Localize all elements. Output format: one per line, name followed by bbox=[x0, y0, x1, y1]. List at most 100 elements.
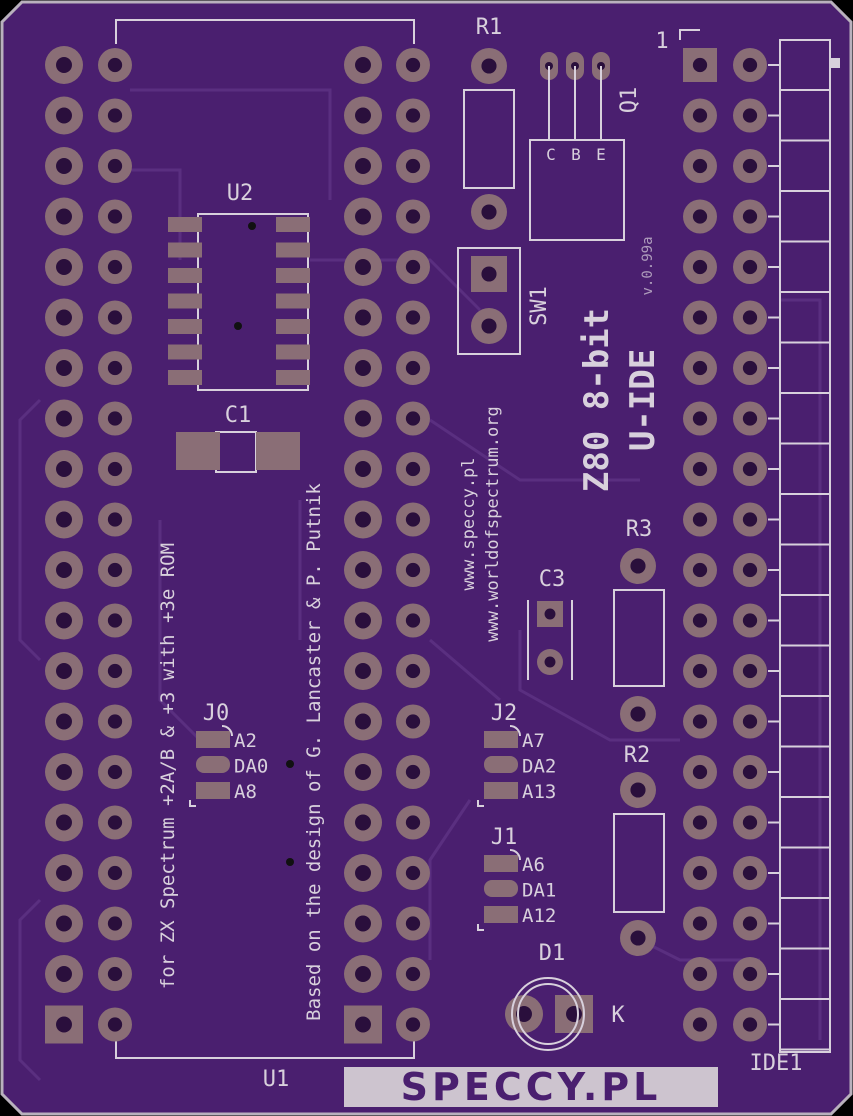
title-line1: Z80 8-bit bbox=[577, 308, 617, 492]
u1-pad bbox=[98, 603, 132, 638]
u1-pad bbox=[45, 601, 83, 640]
u2-pad bbox=[276, 344, 310, 360]
u1-pad bbox=[45, 955, 83, 993]
r3-label: R3 bbox=[626, 517, 653, 542]
u1-pad bbox=[98, 502, 132, 537]
ide1-pad bbox=[733, 351, 767, 385]
ide1-pad bbox=[683, 401, 717, 436]
j1-pin-label: A6 bbox=[522, 854, 545, 876]
u2-pad bbox=[168, 242, 202, 258]
ide1-pad bbox=[683, 98, 717, 133]
d1-k-label: K bbox=[611, 1003, 625, 1028]
speccy-logo: SPECCY.PL bbox=[344, 1067, 718, 1107]
u1-pad bbox=[396, 149, 430, 183]
r1-pad bbox=[471, 48, 507, 84]
u1-pad bbox=[344, 298, 382, 337]
u1-pad bbox=[344, 702, 382, 741]
u1-pad bbox=[45, 147, 83, 185]
j0-pin-label: A2 bbox=[234, 730, 257, 752]
r2-pad bbox=[620, 920, 656, 956]
u2-pad bbox=[276, 268, 310, 283]
ide1-pad bbox=[733, 401, 767, 436]
u1-pad bbox=[45, 298, 83, 337]
u2-pad bbox=[168, 217, 202, 232]
title-line2: U-IDE bbox=[623, 349, 663, 451]
ide1-pad bbox=[683, 856, 717, 890]
u1-pad bbox=[344, 96, 382, 135]
u1-pad bbox=[98, 654, 132, 688]
u1-pad bbox=[45, 551, 83, 589]
speccy-logo-text: SPECCY.PL bbox=[400, 1065, 662, 1109]
j1-label: J1 bbox=[491, 825, 518, 850]
credit-text: Based on the design of G. Lancaster & P.… bbox=[303, 483, 325, 1021]
u1-pad bbox=[396, 452, 430, 486]
u1-pad bbox=[396, 502, 430, 537]
q1-b-label: B bbox=[571, 145, 581, 164]
version-label: v.0.99a bbox=[640, 236, 656, 295]
u1-pad bbox=[344, 652, 382, 690]
ide1-pad bbox=[733, 755, 767, 789]
u1-pad bbox=[396, 199, 430, 234]
u1-pad bbox=[344, 46, 382, 84]
u2-pad bbox=[276, 217, 310, 232]
target-text: for ZX Spectrum +2A/B & +3 with +3e ROM bbox=[157, 543, 179, 989]
u2-pad bbox=[168, 293, 202, 309]
u1-pad bbox=[98, 1007, 132, 1042]
u1-pad bbox=[98, 351, 132, 385]
j2-pin-label: A7 bbox=[522, 730, 545, 752]
u1-pad bbox=[396, 856, 430, 890]
c1-capacitor bbox=[176, 431, 300, 473]
u1-pad bbox=[98, 805, 132, 840]
u1-pad bbox=[396, 654, 430, 688]
u1-pad bbox=[45, 46, 83, 84]
u1-pad bbox=[98, 48, 132, 82]
ide1-pad bbox=[733, 553, 767, 587]
u1-pad bbox=[396, 300, 430, 335]
ide1-pad bbox=[683, 957, 717, 991]
u1-pad bbox=[98, 957, 132, 991]
u1-pad bbox=[344, 803, 382, 842]
u2-pad bbox=[276, 293, 310, 309]
u1-pad bbox=[45, 248, 83, 286]
ide1-pad bbox=[683, 906, 717, 941]
u1-pad bbox=[45, 803, 83, 842]
r2-label: R2 bbox=[624, 743, 651, 768]
u1-pad bbox=[344, 500, 382, 539]
silkscreen-labels: R1 U2 C1 C3 R3 R2 D1 K U1 IDE1 1 C B E Q… bbox=[157, 15, 802, 1092]
d1-pad bbox=[555, 995, 593, 1033]
ide1-pad bbox=[733, 856, 767, 890]
d1-led bbox=[511, 977, 585, 1051]
u1-pad bbox=[344, 450, 382, 488]
u1-pad bbox=[98, 856, 132, 890]
r2-resistor bbox=[613, 813, 665, 913]
ide1-pad bbox=[683, 48, 717, 82]
u2-chip bbox=[168, 213, 310, 391]
u2-pad bbox=[168, 268, 202, 283]
u1-pad bbox=[344, 955, 382, 993]
u1-outline bbox=[115, 19, 415, 1059]
c3-pad bbox=[537, 601, 563, 627]
r1-resistor bbox=[463, 89, 515, 189]
ide1-pad bbox=[683, 553, 717, 587]
u1-pad bbox=[396, 906, 430, 941]
u1-pad bbox=[45, 854, 83, 892]
j2-label: J2 bbox=[491, 701, 518, 726]
u1-pad bbox=[396, 98, 430, 133]
j0-label: J0 bbox=[203, 701, 230, 726]
u1-pad bbox=[396, 603, 430, 638]
ide1-pad bbox=[733, 654, 767, 688]
ide1-pad bbox=[683, 805, 717, 840]
u1-pad bbox=[344, 147, 382, 185]
u1-pad bbox=[396, 1007, 430, 1042]
ide1-pad bbox=[733, 300, 767, 335]
ide1-pad bbox=[683, 654, 717, 688]
ide1-pad bbox=[733, 704, 767, 739]
u1-pad bbox=[344, 551, 382, 589]
url-speccy: www.speccy.pl bbox=[459, 457, 479, 590]
ide1-pad bbox=[683, 603, 717, 638]
ide1-pad bbox=[683, 452, 717, 486]
u1-pad bbox=[98, 452, 132, 486]
